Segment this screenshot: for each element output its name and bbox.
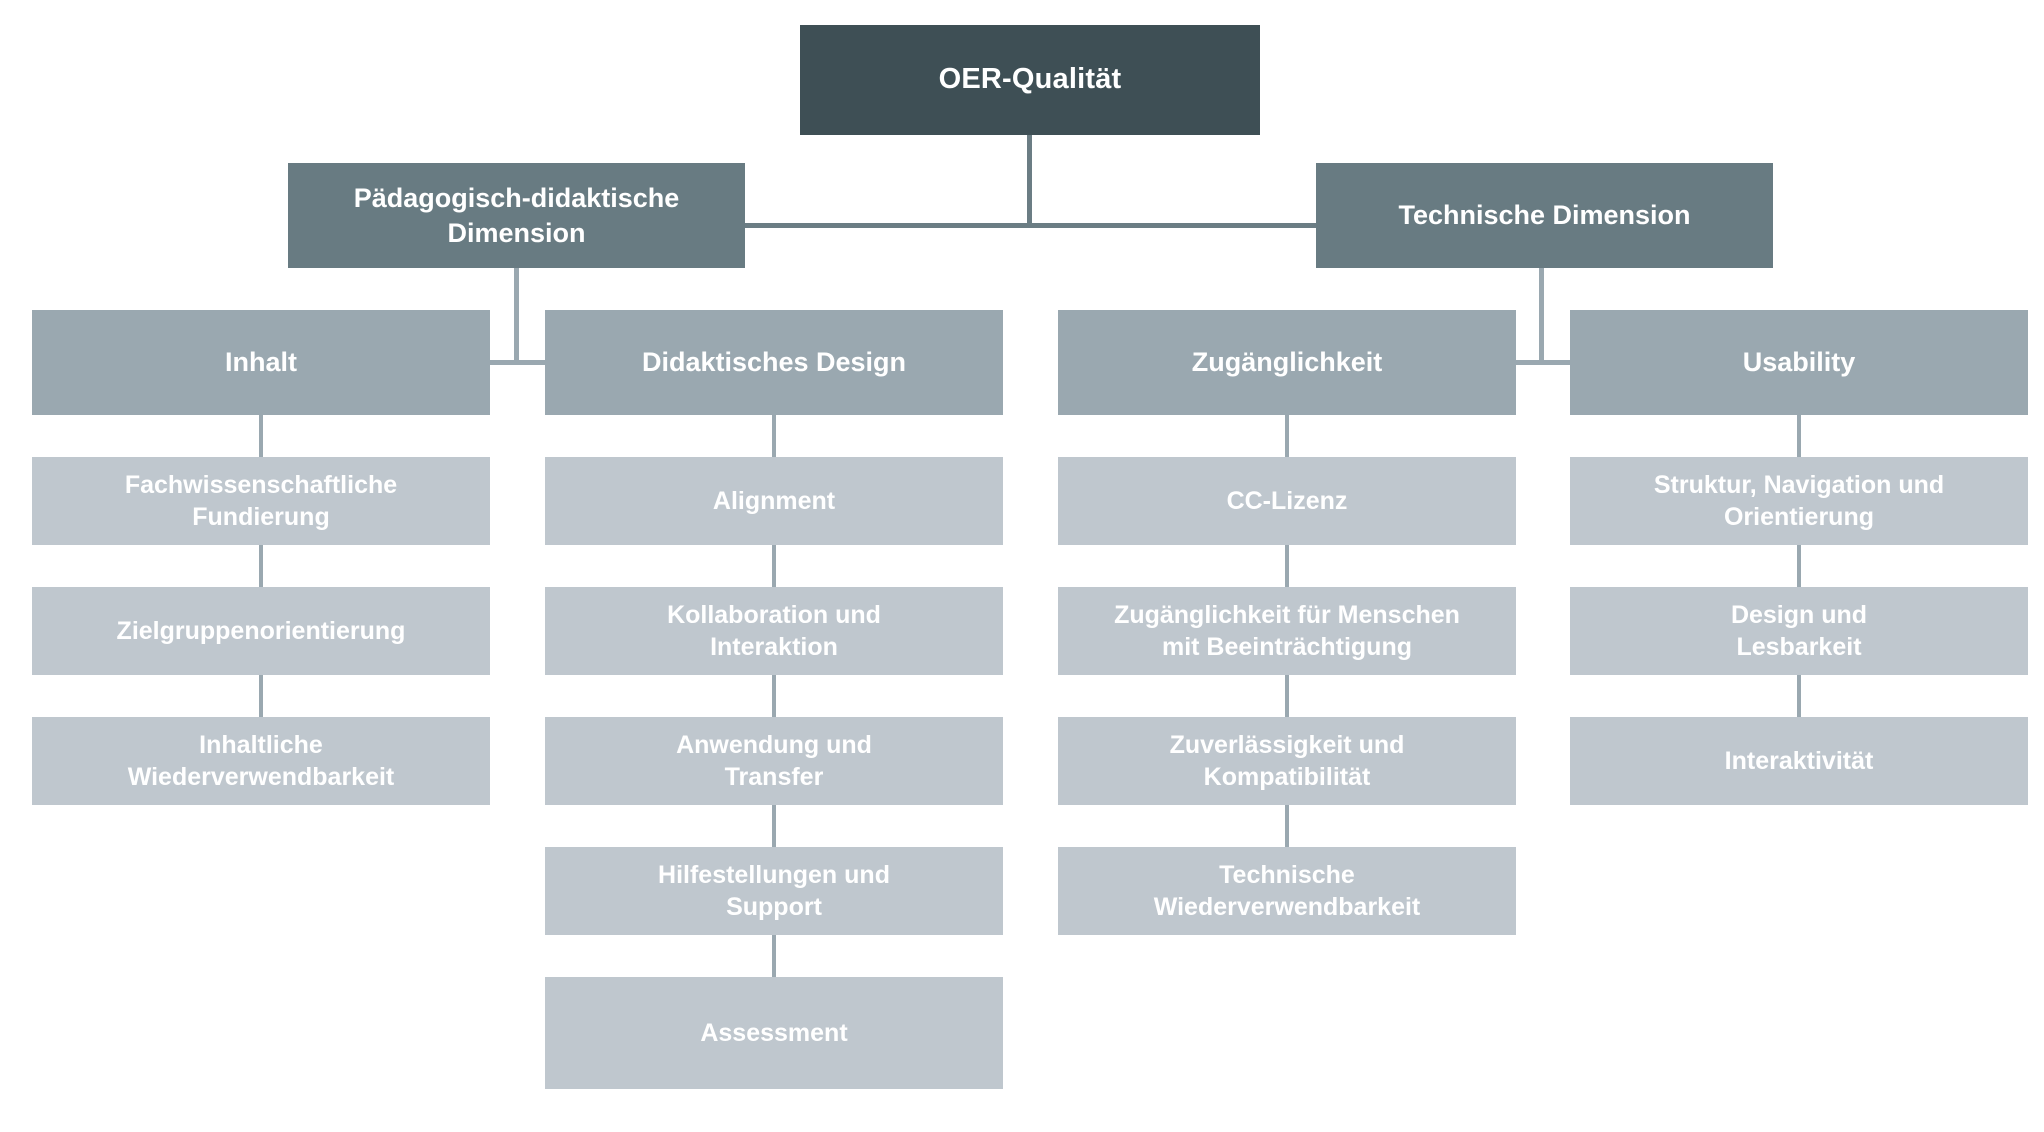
node-dimension-pedagogic-didactic[interactable]: Pädagogisch-didaktische Dimension (288, 163, 745, 268)
node-criterion-alignment[interactable]: Alignment (545, 457, 1003, 545)
node-criterion-technische-wiederverwendbarkeit[interactable]: Technische Wiederverwendbarkeit (1058, 847, 1516, 935)
connector-technical-stem (1539, 268, 1544, 363)
connector-inhalt-1 (259, 415, 263, 457)
connector-didaktisches-design-1 (772, 415, 776, 457)
node-criterion-zielgruppenorientierung[interactable]: Zielgruppenorientierung (32, 587, 490, 675)
connector-usability-3 (1797, 675, 1801, 717)
node-criterion-hilfestellungen-und-support[interactable]: Hilfestellungen und Support (545, 847, 1003, 935)
connector-inhalt-2 (259, 545, 263, 587)
node-category-zugaenglichkeit[interactable]: Zugänglichkeit (1058, 310, 1516, 415)
node-criterion-interaktivitaet[interactable]: Interaktivität (1570, 717, 2028, 805)
node-criterion-assessment[interactable]: Assessment (545, 977, 1003, 1089)
node-category-usability[interactable]: Usability (1570, 310, 2028, 415)
connector-usability-1 (1797, 415, 1801, 457)
node-dimension-technical[interactable]: Technische Dimension (1316, 163, 1773, 268)
connector-zugaenglichkeit-4 (1285, 805, 1289, 847)
connector-dimension-bus (745, 223, 1317, 228)
connector-didaktisches-design-2 (772, 545, 776, 587)
node-criterion-inhaltliche-wiederverwendbarkeit[interactable]: Inhaltliche Wiederverwendbarkeit (32, 717, 490, 805)
connector-didaktisches-design-5 (772, 935, 776, 977)
connector-zugaenglichkeit-2 (1285, 545, 1289, 587)
connector-didaktisches-design-3 (772, 675, 776, 717)
node-criterion-zugaenglichkeit-fuer-menschen-mit-beeintraechtigung[interactable]: Zugänglichkeit für Menschen mit Beeinträ… (1058, 587, 1516, 675)
node-criterion-struktur-navigation-und-orientierung[interactable]: Struktur, Navigation und Orientierung (1570, 457, 2028, 545)
node-criterion-cc-lizenz[interactable]: CC-Lizenz (1058, 457, 1516, 545)
connector-zugaenglichkeit-1 (1285, 415, 1289, 457)
node-category-didaktisches-design[interactable]: Didaktisches Design (545, 310, 1003, 415)
connector-inhalt-3 (259, 675, 263, 717)
connector-pedagogic-stem (514, 268, 519, 363)
node-root-oer-quality[interactable]: OER-Qualität (800, 25, 1260, 135)
node-criterion-fachwissenschaftliche-fundierung[interactable]: Fachwissenschaftliche Fundierung (32, 457, 490, 545)
connector-didaktisches-design-4 (772, 805, 776, 847)
connector-technical-bus (1486, 360, 1601, 365)
node-criterion-zuverlaessigkeit-und-kompatibilitaet[interactable]: Zuverlässigkeit und Kompatibilität (1058, 717, 1516, 805)
connector-zugaenglichkeit-3 (1285, 675, 1289, 717)
node-criterion-kollaboration-und-interaktion[interactable]: Kollaboration und Interaktion (545, 587, 1003, 675)
node-category-inhalt[interactable]: Inhalt (32, 310, 490, 415)
connector-pedagogic-bus (460, 360, 575, 365)
node-criterion-anwendung-und-transfer[interactable]: Anwendung und Transfer (545, 717, 1003, 805)
connector-root-stem (1027, 135, 1032, 226)
node-criterion-design-und-lesbarkeit[interactable]: Design und Lesbarkeit (1570, 587, 2028, 675)
connector-usability-2 (1797, 545, 1801, 587)
